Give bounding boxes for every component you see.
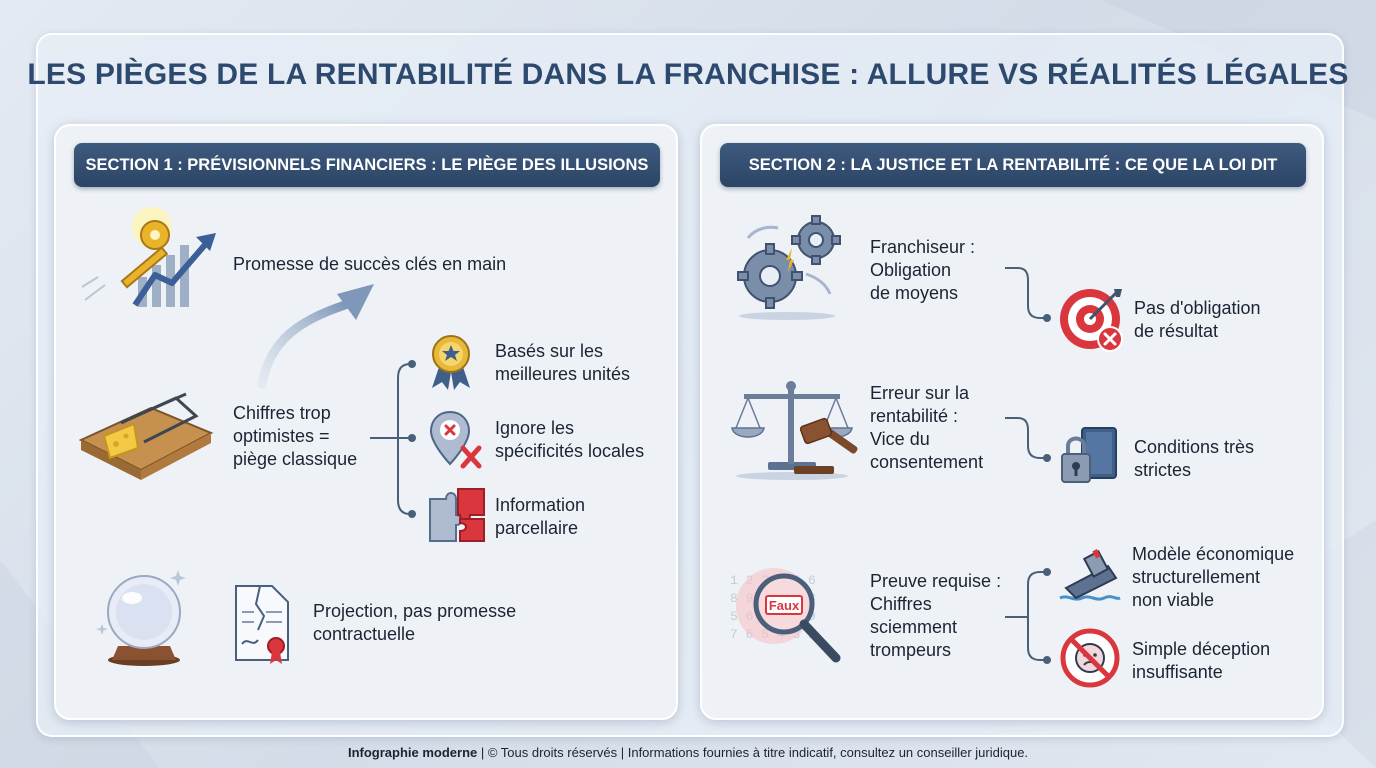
curved-arrow-head [337, 284, 374, 320]
section-1-header: SECTION 1 : PRÉVISIONNELS FINANCIERS : L… [74, 143, 660, 187]
branch-2-line-1: Ignore les [495, 418, 575, 438]
curved-arrow [257, 300, 350, 389]
row2-left-line-2: rentabilité : [870, 406, 959, 426]
trap-line-1: Chiffres trop [233, 403, 331, 423]
row3-branch-1-line-3: non viable [1132, 590, 1215, 610]
sinking-ship-icon [1059, 549, 1121, 601]
puzzle-icon [429, 488, 485, 542]
footer-bold: Infographie moderne [347, 745, 478, 760]
footer-text: | © Tous droits réservés | Informations … [477, 745, 1029, 760]
golden-key-growth-icon [81, 207, 216, 307]
gears-icon [737, 215, 841, 320]
trap-line-3: piège classique [233, 449, 358, 469]
row2-right-line-1: Conditions très [1134, 437, 1255, 457]
page-title: LES PIÈGES DE LA RENTABILITÉ DANS LA FRA… [27, 58, 1349, 91]
branch-3-line-1: Information [495, 495, 586, 515]
scales-gavel-icon [731, 381, 858, 480]
row2-left-line-4: consentement [870, 452, 984, 472]
award-medal-icon [432, 335, 470, 390]
row1-right-line-1: Pas d'obligation [1134, 298, 1261, 318]
no-sad-face-icon [1060, 628, 1120, 688]
branch-2-line-2: spécificités locales [495, 441, 645, 461]
footer: Infographie moderne | © Tous droits rése… [0, 745, 1376, 760]
mousetrap-cheese-icon [78, 392, 214, 480]
row1-right-line-2: de résultat [1134, 321, 1219, 341]
projection-line-1: Projection, pas promesse [313, 601, 517, 621]
row3-branch-2-line-2: insuffisante [1132, 662, 1223, 682]
promise-text: Promesse de succès clés en main [233, 254, 507, 274]
row3-left-line-4: trompeurs [870, 640, 952, 660]
row2-left-line-3: Vice du [870, 429, 930, 449]
map-pin-x-icon [429, 410, 482, 469]
row3-branch-2-line-1: Simple déception [1132, 639, 1271, 659]
target-x-icon [1060, 289, 1123, 352]
row3-branch-1-line-2: structurellement [1132, 567, 1261, 587]
branch-3-line-2: parcellaire [495, 518, 579, 538]
row1-left-line-2: Obligation [870, 260, 952, 280]
lock-book-icon [1061, 427, 1117, 483]
section-2-header: SECTION 2 : LA JUSTICE ET LA RENTABILITÉ… [720, 143, 1306, 187]
branch-1-line-1: Basés sur les [495, 341, 604, 361]
branch-1-line-2: meilleures unités [495, 364, 631, 384]
row3-left-line-1: Preuve requise : [870, 571, 1002, 591]
projection-line-2: contractuelle [313, 624, 416, 644]
trap-line-2: optimistes = [233, 426, 330, 446]
row3-left-line-3: sciemment [870, 617, 958, 637]
row1-left-line-1: Franchiseur : [870, 237, 976, 257]
magnifier-label: Faux [769, 598, 800, 613]
row3-left-line-2: Chiffres [870, 594, 932, 614]
crystal-ball-icon [96, 570, 186, 666]
row2-right-line-2: strictes [1134, 460, 1192, 480]
torn-contract-icon [235, 585, 289, 664]
row1-left-line-3: de moyens [870, 283, 959, 303]
magnifier-fake-numbers-icon: 1 2 3 4 5 6 8 9 0 1 2 3 5 6 7 8 3 9 7 6 … [730, 568, 841, 663]
row3-branch-1-line-1: Modèle économique [1132, 544, 1295, 564]
row2-left-line-1: Erreur sur la [870, 383, 970, 403]
